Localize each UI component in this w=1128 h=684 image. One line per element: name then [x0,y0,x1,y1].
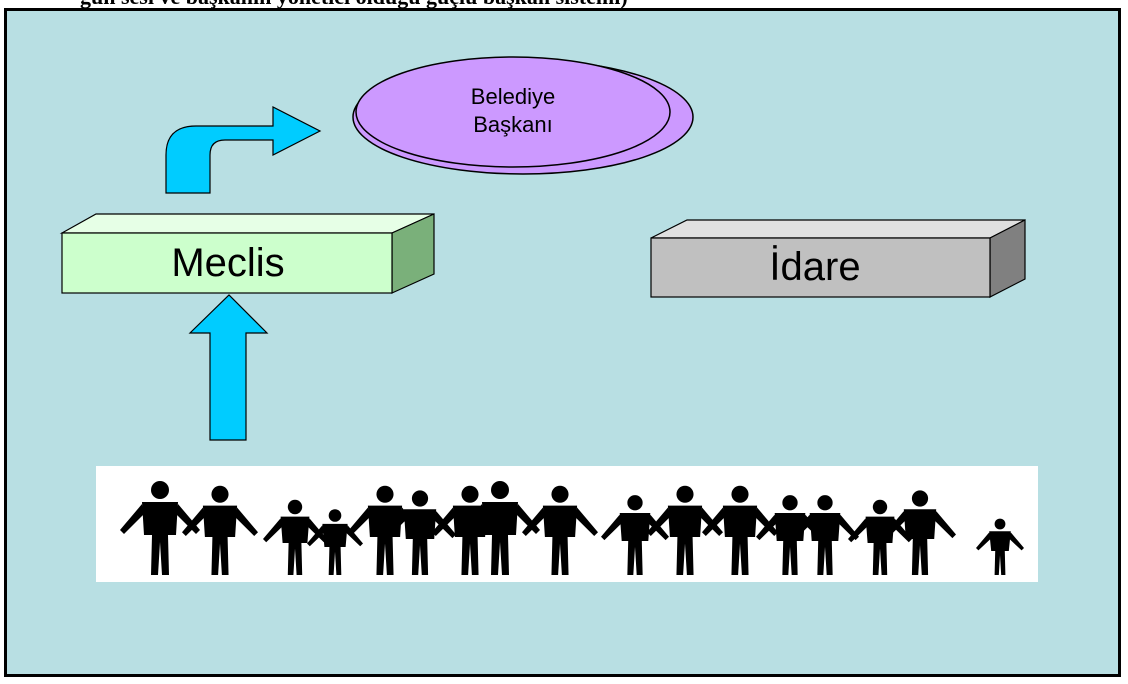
person-head [911,490,929,507]
person-head [676,485,694,503]
person-body [367,505,403,575]
person-head [782,495,798,511]
person-arms [522,507,598,537]
person-body [774,512,806,575]
person-head [817,495,833,511]
person-arms [647,507,723,537]
person-arms [460,504,540,534]
person-body [809,512,841,575]
person-body [989,531,1011,575]
person-arms [263,518,327,543]
person-body [322,523,348,575]
person-body [142,502,178,575]
person-arms [384,511,456,539]
person-arms [120,504,200,534]
header-cut-text: ğun sesi ve başkanın yönetici olduğu güç… [0,0,1128,10]
person-body [667,505,703,575]
person-arms [702,507,778,537]
idare-label: İdare [769,244,860,289]
person-head [411,490,429,507]
person-head [627,495,643,511]
person-body [619,512,651,575]
person-head [551,485,569,503]
meclis-label: Meclis [171,241,284,285]
person-body [542,505,578,575]
meclis-node: Meclis [59,213,435,294]
baskan-node: Belediye Başkanı [352,56,694,175]
person-body [403,509,437,575]
person-body [452,505,488,575]
person-arms [791,514,859,541]
person-arms [884,511,956,539]
idare-node: İdare [650,219,1026,298]
person-head [328,509,342,522]
person-head [461,485,479,503]
person-body [202,505,238,575]
person-head [731,485,749,503]
person-head [872,499,888,515]
person-head [491,481,509,499]
person-head [211,485,229,503]
baskan-label-line1: Belediye [471,84,555,109]
person-arms [182,507,258,537]
person-head [287,499,303,515]
person-body [280,516,310,575]
person-body [722,505,758,575]
person-body [482,502,518,575]
up-arrow [188,294,269,441]
person-body [903,509,937,575]
person-head [376,485,394,503]
person-head [994,518,1006,530]
curved-arrow [165,106,322,194]
person-arms [976,532,1024,551]
people-silhouette-image [96,466,1038,582]
baskan-label-line2: Başkanı [473,112,553,137]
person-head [151,481,169,499]
person-arms [601,514,669,541]
